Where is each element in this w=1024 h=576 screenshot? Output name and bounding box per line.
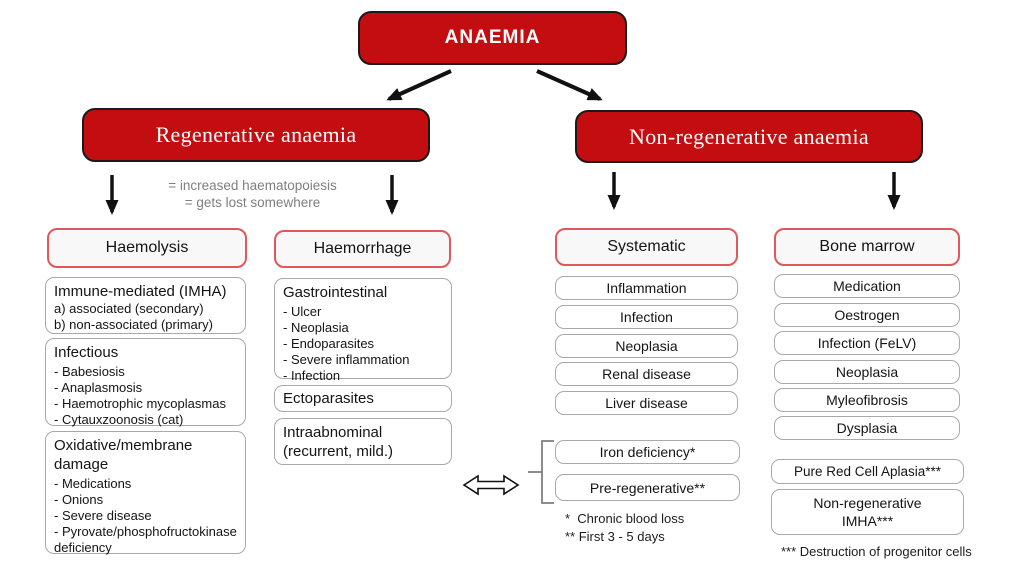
bone-marrow-item: Infection (FeLV): [774, 331, 960, 355]
box-title: Gastrointestinal: [283, 284, 388, 301]
header-systematic: Systematic: [555, 228, 738, 266]
box-line: - Severe inflammation: [283, 352, 410, 367]
haemorrhage-ecto-box: Ectoparasites: [274, 385, 452, 412]
box-line: - Ulcer: [283, 304, 322, 319]
box-line: a) associated (secondary): [54, 301, 204, 316]
systematic-header-label: Systematic: [607, 238, 686, 255]
arrow-root-to-nonregenerative: [536, 69, 603, 101]
box-line: - Severe disease: [54, 508, 152, 523]
box-line: - Onions: [54, 492, 104, 507]
anaemia-label: ANAEMIA: [444, 27, 541, 48]
box-line: - Haemotrophic mycoplasmas: [54, 396, 226, 411]
bone-marrow-item: Oestrogen: [774, 303, 960, 327]
box-title: Intraabnominal: [283, 424, 383, 441]
box-line: b) non-associated (primary): [54, 317, 213, 332]
systematic-footnote-2: ** First 3 - 5 days: [565, 529, 665, 544]
box-title: Oxidative/membrane damage: [54, 437, 193, 473]
non-regenerative-node: Non-regenerative anaemia: [575, 110, 923, 163]
bone-marrow-imha-box: Non-regenerative IMHA***: [771, 489, 964, 535]
box-line: - Medications: [54, 476, 132, 491]
box-title: Immune-mediated (IMHA): [54, 283, 227, 300]
box-line: - Cytauxzoonosis (cat): [54, 412, 184, 427]
haemorrhage-intra-box: Intraabnominal (recurrent, mild.): [274, 418, 452, 465]
regenerative-label: Regenerative anaemia: [155, 122, 357, 147]
systematic-item: Inflammation: [555, 276, 738, 300]
header-bone-marrow: Bone marrow: [774, 228, 960, 266]
note-line-1: = increased haematopoiesis: [168, 178, 337, 193]
box-line: - Babesiosis: [54, 364, 125, 379]
bone-marrow-item: Medication: [774, 274, 960, 298]
non-regenerative-label: Non-regenerative anaemia: [629, 123, 869, 149]
systematic-item: Infection: [555, 305, 738, 329]
left-bracket: [528, 440, 554, 504]
box-line: - Pyrovate/phosphofructokinase deficienc…: [54, 524, 237, 555]
note-line-2: = gets lost somewhere: [184, 195, 321, 210]
header-haemorrhage: Haemorrhage: [274, 230, 451, 268]
haemolysis-oxidative-box: Oxidative/membrane damage - Medications …: [45, 431, 246, 555]
box-line: - Infection: [283, 368, 341, 383]
systematic-iron-deficiency-box: Iron deficiency*: [555, 440, 740, 464]
bone-marrow-header-label: Bone marrow: [819, 238, 915, 255]
header-haemolysis: Haemolysis: [47, 228, 247, 268]
haemorrhage-header-label: Haemorrhage: [313, 240, 412, 257]
systematic-item: Liver disease: [555, 391, 738, 415]
haemolysis-immune-box: Immune-mediated (IMHA) a) associated (se…: [45, 277, 246, 334]
systematic-item: Neoplasia: [555, 334, 738, 358]
bone-marrow-item: Myleofibrosis: [774, 388, 960, 412]
arrow-root-to-regenerative: [386, 69, 452, 101]
haemolysis-header-label: Haemolysis: [105, 239, 189, 256]
box-subtitle: (recurrent, mild.): [283, 443, 394, 460]
systematic-item: Renal disease: [555, 362, 738, 386]
systematic-pre-regenerative-box: Pre-regenerative**: [555, 474, 740, 501]
double-arrow-icon: [462, 474, 520, 496]
box-title: Ectoparasites: [283, 390, 374, 407]
systematic-footnote-1: * Chronic blood loss: [565, 511, 685, 526]
box-title: Infectious: [54, 344, 119, 361]
anaemia-node: ANAEMIA: [358, 11, 627, 65]
bone-marrow-item: Dysplasia: [774, 416, 960, 440]
box-line: - Neoplasia: [283, 320, 349, 335]
haemolysis-infectious-box: Infectious - Babesiosis - Anaplasmosis -…: [45, 338, 246, 427]
haemorrhage-gastro-box: Gastrointestinal - Ulcer - Neoplasia - E…: [274, 278, 452, 383]
bone-marrow-prca-box: Pure Red Cell Aplasia***: [771, 459, 964, 484]
bone-marrow-footnote: *** Destruction of progenitor cells: [781, 544, 972, 559]
regenerative-note: = increased haematopoiesis = gets lost s…: [130, 177, 375, 211]
regenerative-node: Regenerative anaemia: [82, 108, 430, 162]
box-line: - Endoparasites: [283, 336, 375, 351]
bone-marrow-item: Neoplasia: [774, 360, 960, 384]
box-line: - Anaplasmosis: [54, 380, 143, 395]
